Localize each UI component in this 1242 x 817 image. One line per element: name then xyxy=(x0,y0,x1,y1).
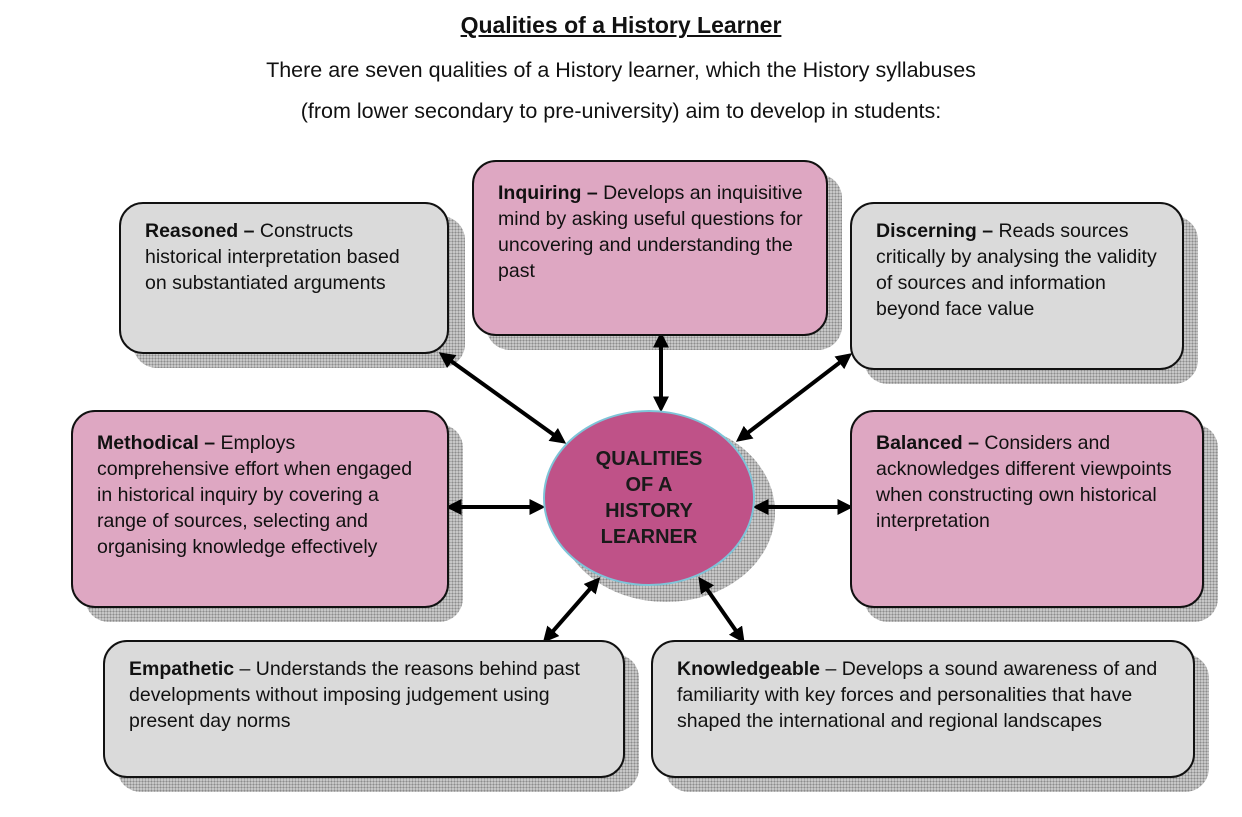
discerning-box: Discerning – Reads sources critically by… xyxy=(850,202,1184,370)
hub-line-3: HISTORY xyxy=(605,500,693,522)
arrow-reasoned xyxy=(438,352,567,444)
inquiring-box: Inquiring – Develops an inquisitive mind… xyxy=(472,160,828,336)
discerning-title: Discerning – xyxy=(876,220,994,242)
empathetic-description: – Understands the reasons behind past de… xyxy=(129,658,580,732)
hub-line-1: QUALITIES xyxy=(595,448,703,470)
diagram-title: Qualities of a History Learner xyxy=(460,12,782,38)
methodical-box: Methodical – Employs comprehensive effor… xyxy=(71,410,449,608)
hub-label: QUALITIES OF A HISTORY LEARNER xyxy=(596,446,703,550)
knowledgeable-description: – Develops a sound awareness of and fami… xyxy=(677,658,1158,732)
balanced-box: Balanced – Considers and acknowledges di… xyxy=(850,410,1204,608)
inquiring-title: Inquiring – xyxy=(498,182,598,204)
reasoned-box: Reasoned – Constructs historical interpr… xyxy=(119,202,449,354)
hub-line-2: OF A xyxy=(625,474,673,496)
knowledgeable-title: Knowledgeable xyxy=(677,658,821,680)
knowledgeable-box: Knowledgeable – Develops a sound awarene… xyxy=(651,640,1195,778)
inquiring-description: Develops an inquisitive mind by asking u… xyxy=(498,182,803,282)
reasoned-description: Constructs historical interpretation bas… xyxy=(145,220,400,294)
hub-line-4: LEARNER xyxy=(600,526,698,548)
subtitle-line-1: There are seven qualities of a History l… xyxy=(266,58,976,82)
hub-ellipse: QUALITIES OF A HISTORY LEARNER xyxy=(543,410,755,586)
balanced-title: Balanced – xyxy=(876,432,979,454)
arrow-discerning xyxy=(735,353,853,442)
reasoned-title: Reasoned – xyxy=(145,220,255,242)
balanced-description: Considers and acknowledges different vie… xyxy=(876,432,1172,532)
subtitle-line-2: (from lower secondary to pre-university)… xyxy=(300,99,942,123)
methodical-description: Employs comprehensive effort when engage… xyxy=(97,432,413,558)
methodical-title: Methodical – xyxy=(97,432,216,454)
discerning-description: Reads sources critically by analysing th… xyxy=(876,220,1157,320)
arrow-knowledgeable xyxy=(698,576,745,644)
arrow-empathetic xyxy=(542,577,601,643)
empathetic-title: Empathetic xyxy=(129,658,235,680)
empathetic-box: Empathetic – Understands the reasons beh… xyxy=(103,640,625,778)
